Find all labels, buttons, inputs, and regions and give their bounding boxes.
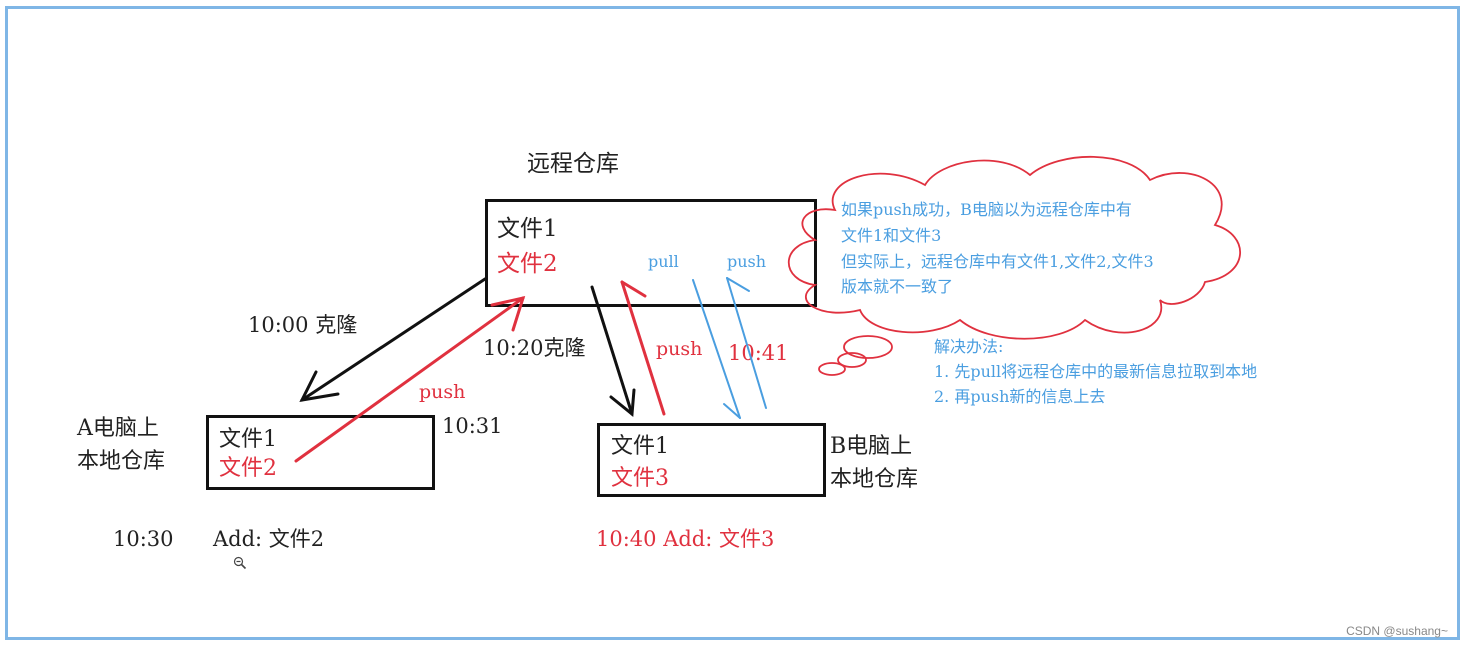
solution-title: 解决办法: [934,337,1004,356]
cloud-line-4: 版本就不一致了 [841,277,954,296]
computer-a-push-label: push [419,381,466,403]
thought-bubble-medium [837,352,867,368]
push-arrow-a [294,295,526,463]
remote-repo-box [485,199,817,307]
pull-arrow-b [692,279,741,419]
computer-b-file-3: 文件3 [611,466,669,491]
slide-frame [5,6,1460,640]
computer-a-repo-box [206,415,435,490]
computer-b-push-blue-label: push [727,252,767,271]
thought-cloud [788,155,1241,340]
computer-b-label-line2: 本地仓库 [830,467,919,492]
computer-a-label-line1: A电脑上 [77,416,159,441]
clone-arrow-a [299,277,487,402]
clone-arrow-b [590,285,636,417]
computer-a-label-line2: 本地仓库 [77,449,166,474]
solution-step-1: 1. 先pull将远程仓库中的最新信息拉取到本地 [934,362,1258,381]
computer-b-pull-label: pull [648,252,679,271]
computer-b-push-time: 10:41 [728,341,789,365]
solution-step-2: 2. 再push新的信息上去 [934,387,1106,406]
thought-bubble-small [818,362,846,376]
computer-b-label-line1: B电脑上 [830,434,913,459]
watermark: CSDN @sushang~ [1346,624,1448,638]
remote-file-1: 文件1 [497,216,558,242]
computer-a-file-2: 文件2 [219,456,277,481]
computer-a-file-1: 文件1 [219,427,277,452]
zoom-out-cursor-icon [233,556,247,570]
cloud-line-3: 但实际上，远程仓库中有文件1,文件2,文件3 [841,252,1154,271]
computer-a-clone-label: 10:00 克隆 [248,313,358,337]
push-arrow-b [620,280,666,416]
computer-b-file-1: 文件1 [611,434,669,459]
computer-a-add-label: Add: 文件2 [213,527,325,551]
computer-b-clone-label: 10:20克隆 [483,336,586,360]
computer-a-push-time: 10:31 [442,414,503,438]
push-blue-arrow-b [726,277,767,409]
cloud-line-1: 如果push成功，B电脑以为远程仓库中有 [841,200,1132,219]
computer-b-push-label: push [656,338,703,360]
computer-b-repo-box [597,423,826,497]
thought-bubble-large [843,335,893,359]
computer-b-add-label: 10:40 Add: 文件3 [596,527,775,551]
cloud-line-2: 文件1和文件3 [841,226,942,245]
computer-a-add-time: 10:30 [113,527,174,551]
remote-repo-title: 远程仓库 [527,151,619,177]
remote-file-2: 文件2 [497,251,558,277]
